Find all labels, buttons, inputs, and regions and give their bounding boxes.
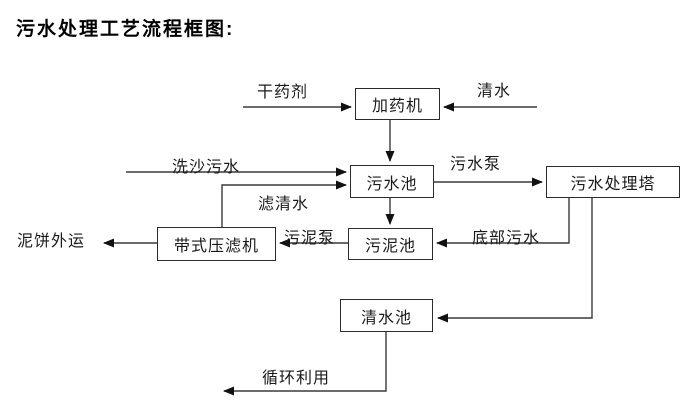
node-sludge-pool-label: 污泥池 (364, 238, 416, 255)
label-filtered-water: 滤清水 (258, 196, 310, 213)
node-treatment-tower-label: 污水处理塔 (570, 176, 656, 193)
arrow-tower-to-clear-pool (437, 198, 593, 323)
node-treatment-tower: 污水处理塔 (546, 166, 680, 198)
node-sludge-pool: 污泥池 (348, 228, 433, 260)
node-sewage-pool-label: 污水池 (366, 175, 418, 193)
node-sewage-pool: 污水池 (350, 165, 434, 198)
diagram-title: 污水处理工艺流程框图: (16, 19, 235, 40)
node-clear-water-pool: 清水池 (340, 299, 433, 332)
label-clear-water: 清水 (477, 83, 512, 100)
node-belt-filter-press: 带式压滤机 (157, 227, 276, 261)
label-mud-cake-out: 泥饼外运 (17, 233, 86, 250)
node-dosing-machine: 加药机 (355, 88, 440, 120)
arrow-bottom-sewage-to-sludge-pool (436, 198, 570, 248)
node-belt-filter-press-label: 带式压滤机 (173, 238, 259, 255)
label-recycle-use: 循环利用 (262, 370, 331, 387)
label-sand-washing-sewage: 洗沙污水 (172, 159, 241, 176)
label-dry-chemical: 干药剂 (257, 84, 309, 101)
arrow-recycle-out (223, 332, 387, 396)
arrow-filtered-water-to-sewage-pool (221, 180, 347, 227)
label-sewage-pump: 污水泵 (450, 156, 502, 173)
label-sludge-pump: 污泥泵 (284, 230, 336, 247)
node-clear-water-pool-label: 清水池 (360, 309, 412, 327)
node-dosing-machine-label: 加药机 (371, 98, 423, 115)
label-bottom-sewage: 底部污水 (472, 230, 541, 247)
